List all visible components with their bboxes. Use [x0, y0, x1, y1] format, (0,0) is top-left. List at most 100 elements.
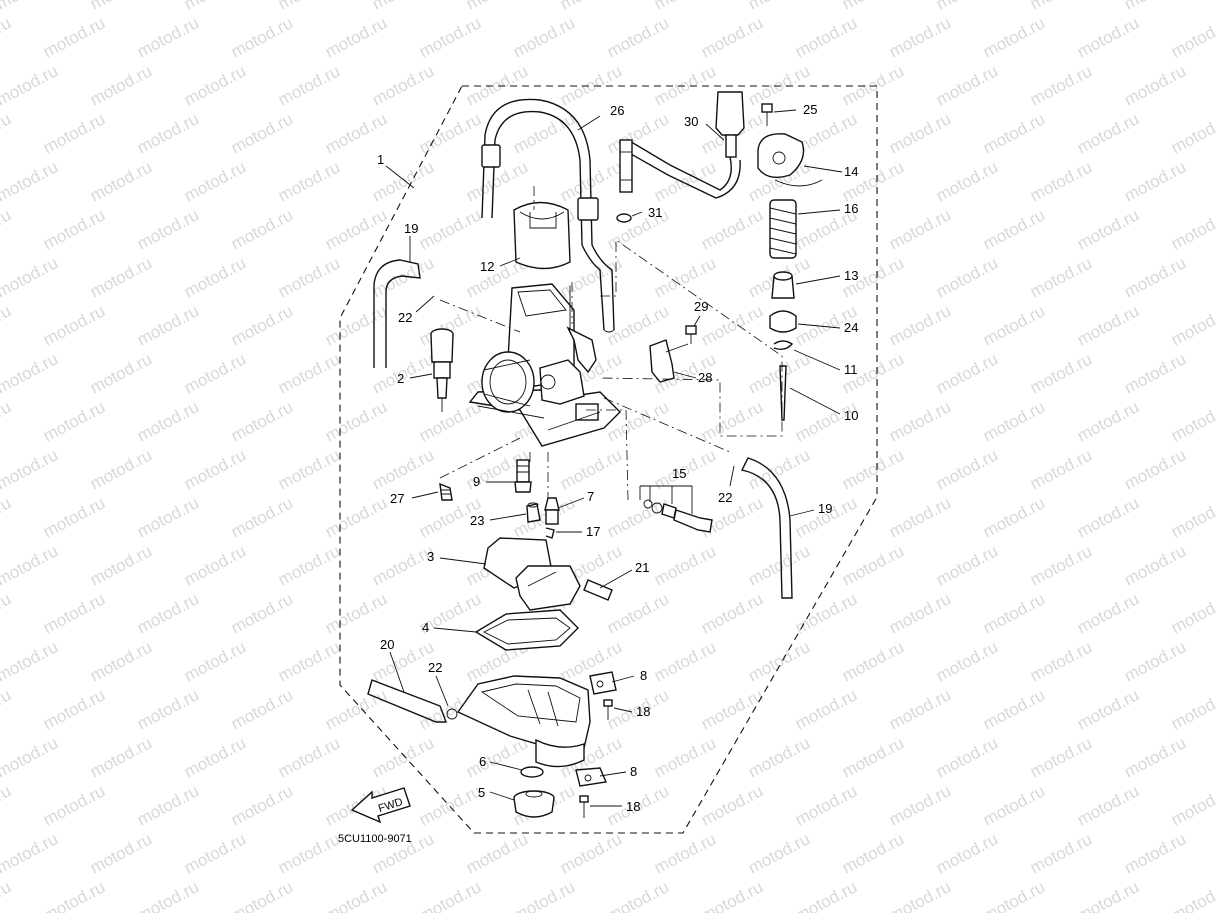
float-bowl-plate-upper — [589, 671, 617, 695]
float-bowl-gasket — [474, 609, 579, 651]
callout-26: 26 — [610, 103, 624, 118]
watermark-text: motod.ru — [40, 493, 108, 541]
watermark-text: motod.ru — [322, 493, 390, 541]
watermark-text: motod.ru — [510, 109, 578, 157]
watermark-text: motod.ru — [228, 877, 296, 913]
watermark-text: motod.ru — [40, 397, 108, 445]
watermark-text: motod.ru — [87, 61, 155, 109]
watermark-text: motod.ru — [1074, 685, 1142, 733]
watermark-text: motod.ru — [1074, 877, 1142, 913]
watermark-text: motod.ru — [1027, 541, 1095, 589]
watermark-text: motod.ru — [275, 61, 343, 109]
watermark-text: motod.ru — [510, 877, 578, 913]
watermark-text: motod.ru — [275, 157, 343, 205]
callout-14: 14 — [844, 164, 858, 179]
watermark-text: motod.ru — [87, 253, 155, 301]
watermark-text: motod.ru — [1027, 61, 1095, 109]
callout-23: 23 — [470, 513, 484, 528]
watermark-text: motod.ru — [651, 829, 719, 877]
watermark-text: motod.ru — [980, 397, 1048, 445]
watermark-text: motod.ru — [792, 589, 860, 637]
watermark-text: motod.ru — [275, 253, 343, 301]
watermark-text: motod.ru — [0, 205, 14, 253]
watermark-text: motod.ru — [87, 445, 155, 493]
watermark-text: motod.ru — [651, 61, 719, 109]
watermark-text: motod.ru — [1121, 0, 1189, 14]
watermark-text: motod.ru — [745, 733, 813, 781]
retaining-clip — [545, 527, 555, 539]
bowl-screw-upper — [603, 699, 613, 720]
watermark-text: motod.ru — [980, 589, 1048, 637]
watermark-text: motod.ru — [275, 349, 343, 397]
watermark-text: motod.ru — [557, 445, 625, 493]
watermark-text: motod.ru — [1168, 397, 1217, 445]
watermark-text: motod.ru — [134, 205, 202, 253]
callout-19b: 19 — [818, 501, 832, 516]
watermark-text: motod.ru — [510, 13, 578, 61]
watermark-text: motod.ru — [134, 685, 202, 733]
watermark-text: motod.ru — [1121, 637, 1189, 685]
watermark-text: motod.ru — [1168, 205, 1217, 253]
watermark-text: motod.ru — [228, 589, 296, 637]
callout-2: 2 — [397, 371, 404, 386]
watermark-text: motod.ru — [933, 733, 1001, 781]
watermark-text: motod.ru — [87, 541, 155, 589]
watermark-text: motod.ru — [87, 637, 155, 685]
watermark-text: motod.ru — [933, 637, 1001, 685]
watermark-text: motod.ru — [275, 637, 343, 685]
float-bowl — [446, 675, 591, 768]
watermark-text: motod.ru — [933, 253, 1001, 301]
callout-10: 10 — [844, 408, 858, 423]
watermark-text: motod.ru — [0, 13, 14, 61]
callout-1: 1 — [377, 152, 384, 167]
watermark-text: motod.ru — [228, 397, 296, 445]
watermark-text: motod.ru — [886, 685, 954, 733]
watermark-text: motod.ru — [228, 685, 296, 733]
callout-8b: 8 — [630, 764, 637, 779]
callout-labels: 1 2 3 4 5 6 7 8 8 9 10 11 12 13 14 15 16… — [377, 102, 858, 814]
watermark-text: motod.ru — [651, 0, 719, 14]
watermark-text: motod.ru — [1121, 829, 1189, 877]
watermark-text: motod.ru — [1121, 157, 1189, 205]
watermark-text: motod.ru — [181, 253, 249, 301]
o-ring — [616, 213, 632, 223]
drain-hose — [367, 679, 448, 723]
watermark-text: motod.ru — [886, 493, 954, 541]
callout-22a: 22 — [398, 310, 412, 325]
watermark-text: motod.ru — [792, 877, 860, 913]
watermark-text: motod.ru — [1074, 493, 1142, 541]
watermark-text: motod.ru — [134, 781, 202, 829]
watermark-text: motod.ru — [40, 877, 108, 913]
callout-31: 31 — [648, 205, 662, 220]
needle-assembly — [769, 271, 797, 421]
watermark-text: motod.ru — [1168, 781, 1217, 829]
watermark-text: motod.ru — [463, 829, 531, 877]
watermark-text: motod.ru — [980, 877, 1048, 913]
watermark-text: motod.ru — [0, 349, 61, 397]
watermark-text: motod.ru — [510, 493, 578, 541]
callout-30: 30 — [684, 114, 698, 129]
watermark-text: motod.ru — [745, 349, 813, 397]
watermark-text: motod.ru — [322, 685, 390, 733]
watermark-text: motod.ru — [322, 877, 390, 913]
watermark-text: motod.ru — [980, 301, 1048, 349]
watermark-text: motod.ru — [933, 829, 1001, 877]
throttle-spring — [769, 199, 797, 259]
watermark-text: motod.ru — [557, 0, 625, 14]
watermark-text: motod.ru — [1027, 445, 1095, 493]
watermark-text: motod.ru — [181, 0, 249, 14]
watermark-text: motod.ru — [886, 109, 954, 157]
watermark-text: motod.ru — [87, 0, 155, 14]
watermark-text: motod.ru — [1121, 733, 1189, 781]
fwd-arrow: FWD — [350, 787, 411, 824]
watermark-text: motod.ru — [322, 205, 390, 253]
watermark-text: motod.ru — [0, 493, 14, 541]
watermark-text: motod.ru — [980, 493, 1048, 541]
watermark-text: motod.ru — [886, 877, 954, 913]
watermark-text: motod.ru — [980, 685, 1048, 733]
watermark-text: motod.ru — [839, 829, 907, 877]
callout-11: 11 — [844, 362, 858, 377]
watermark-text: motod.ru — [1027, 637, 1095, 685]
watermark-text: motod.ru — [0, 877, 14, 913]
